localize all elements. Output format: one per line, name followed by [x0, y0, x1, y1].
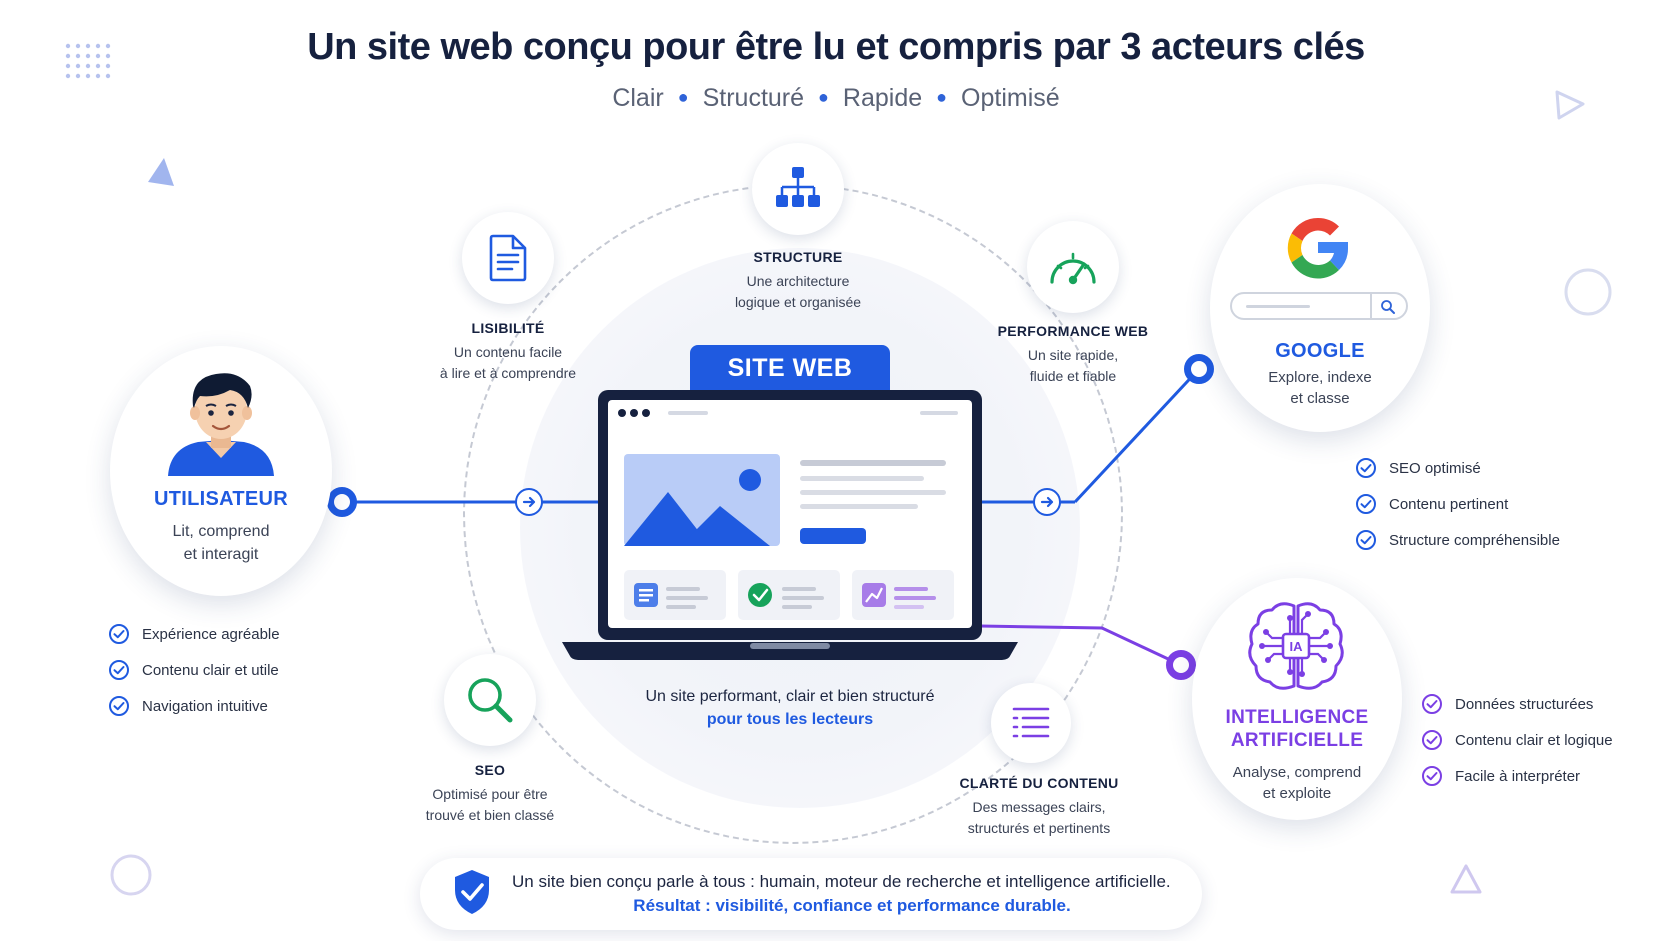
conclusion-result: Résultat : visibilité, confiance et perf… [633, 896, 1071, 915]
ai-desc: et exploite [1262, 785, 1332, 802]
check-label: Contenu clair et logique [1455, 731, 1613, 749]
center-caption-highlight: pour tous les lecteurs [706, 711, 874, 728]
check-circle-icon [109, 696, 129, 716]
connector-node [1166, 650, 1196, 680]
seo-badge [444, 654, 536, 746]
performance-title: PERFORMANCE WEB [997, 323, 1149, 339]
center-caption: Un site performant, clair et bien struct… [645, 688, 935, 705]
seo-desc: Optimisé pour être [432, 786, 548, 802]
lisibilite-desc: Un contenu facile [453, 344, 563, 360]
circle-outline-decoration [1564, 268, 1612, 316]
check-label: Contenu pertinent [1389, 495, 1509, 513]
shield-check-icon [455, 870, 489, 914]
list-item: Contenu clair et utile [108, 652, 280, 688]
dots-decoration [65, 43, 111, 79]
user-desc: Lit, comprend [172, 523, 270, 540]
list-item: Contenu clair et logique [1421, 722, 1613, 758]
list-item: Données structurées [1421, 686, 1613, 722]
connector-node [327, 487, 357, 517]
list-item: Expérience agréable [108, 616, 280, 652]
gauge-icon [1050, 252, 1096, 285]
person-avatar-icon [168, 373, 274, 476]
user-checklist: Expérience agréable Contenu clair et uti… [108, 616, 280, 724]
conclusion-text: Un site bien conçu parle à tous : humain… [512, 872, 1171, 891]
structure-title: STRUCTURE [753, 249, 843, 265]
subtitle-item: Optimisé [961, 84, 1060, 112]
triangle-outline-decoration [1555, 90, 1585, 120]
check-label: Données structurées [1455, 695, 1594, 713]
laptop-illustration [562, 390, 1018, 660]
connector-node [1184, 354, 1214, 384]
seo-title: SEO [474, 762, 506, 778]
list-item: SEO optimisé [1355, 450, 1560, 486]
user-desc: et interagit [183, 546, 259, 563]
clarte-badge [991, 683, 1071, 763]
site-web-label: SITE WEB [690, 345, 890, 391]
subtitle-item: Rapide [842, 84, 923, 112]
search-icon [1381, 300, 1395, 314]
page-title: Un site web conçu pour être lu et compri… [307, 26, 1365, 68]
structure-badge [752, 143, 844, 235]
check-circle-icon [1356, 458, 1376, 478]
check-label: Expérience agréable [142, 625, 280, 643]
check-circle-icon [1356, 530, 1376, 550]
check-circle-icon [109, 624, 129, 644]
check-label: Navigation intuitive [142, 697, 268, 715]
brain-circuit-icon: IA [1248, 602, 1344, 690]
structure-desc: logique et organisée [734, 294, 862, 310]
subtitle-item: Clair [612, 84, 664, 112]
clarte-desc: structurés et pertinents [967, 820, 1111, 836]
google-logo-icon [1287, 217, 1349, 279]
lisibilite-title: LISIBILITÉ [471, 320, 545, 336]
google-desc: Explore, indexe [1268, 369, 1372, 386]
seo-desc: trouvé et bien classé [425, 807, 555, 823]
lisibilite-badge [462, 212, 554, 304]
subtitle: Clair ● Structuré ● Rapide ● Optimisé [0, 84, 1672, 113]
list-item: Navigation intuitive [108, 688, 280, 724]
ai-desc: Analyse, comprend [1232, 764, 1362, 781]
clarte-title: CLARTÉ DU CONTENU [959, 775, 1119, 791]
arrow-node-icon [1033, 488, 1061, 516]
check-label: Structure compréhensible [1389, 531, 1560, 549]
sitemap-icon [776, 167, 820, 207]
check-label: SEO optimisé [1389, 459, 1481, 477]
list-item: Structure compréhensible [1355, 522, 1560, 558]
check-label: Contenu clair et utile [142, 661, 279, 679]
ai-title: INTELLIGENCE [1225, 707, 1369, 728]
bullet-icon: ● [936, 87, 948, 107]
lisibilite-desc: à lire et à comprendre [439, 365, 577, 381]
performance-desc: Un site rapide, [1027, 347, 1119, 363]
ai-chip-label: IA [1290, 639, 1304, 654]
search-icon [468, 678, 513, 723]
bullet-icon: ● [677, 87, 689, 107]
arrow-node-icon [515, 488, 543, 516]
circle-outline-decoration [110, 854, 152, 896]
search-bar-illustration [1230, 292, 1408, 320]
user-title: UTILISATEUR [153, 488, 289, 510]
clarte-desc: Des messages clairs, [972, 799, 1106, 815]
google-title: GOOGLE [1275, 340, 1365, 362]
document-icon [489, 234, 527, 282]
performance-desc: fluide et fiable [1029, 368, 1117, 384]
check-circle-icon [1356, 494, 1376, 514]
check-circle-icon [1422, 766, 1442, 786]
list-item: Facile à interpréter [1421, 758, 1613, 794]
bullet-icon: ● [818, 87, 829, 107]
google-desc: et classe [1290, 390, 1350, 407]
subtitle-item: Structuré [702, 84, 805, 112]
ai-checklist: Données structurées Contenu clair et log… [1421, 686, 1613, 794]
check-circle-icon [109, 660, 129, 680]
check-label: Facile à interpréter [1455, 767, 1581, 785]
structure-desc: Une architecture [746, 273, 850, 289]
triangle-decoration [148, 158, 174, 186]
check-circle-icon [1422, 730, 1442, 750]
google-checklist: SEO optimisé Contenu pertinent Structure… [1355, 450, 1560, 558]
performance-badge [1027, 221, 1119, 313]
check-circle-icon [1422, 694, 1442, 714]
conclusion-banner [420, 858, 1202, 930]
list-item: Contenu pertinent [1355, 486, 1560, 522]
triangle-outline-decoration [1450, 864, 1482, 894]
ai-title: ARTIFICIELLE [1230, 730, 1364, 751]
list-icon [1012, 707, 1050, 738]
